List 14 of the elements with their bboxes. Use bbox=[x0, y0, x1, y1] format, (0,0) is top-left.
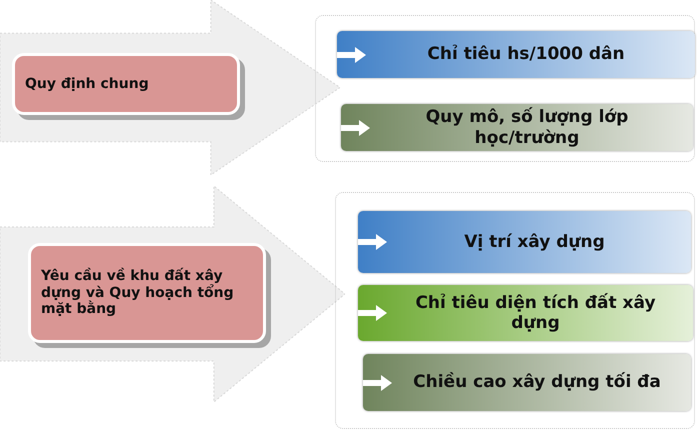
group-panel bbox=[315, 15, 695, 162]
item-bar bbox=[358, 285, 693, 341]
item-bar bbox=[341, 104, 693, 151]
category-text: Quy định chung bbox=[25, 76, 149, 92]
item-text: Vị trí xây dựng bbox=[464, 232, 605, 252]
group-panel bbox=[335, 192, 695, 429]
item-text: Chỉ tiêu diện tích đất xây dựng bbox=[414, 292, 657, 334]
item-text: Quy mô, số lượng lớp học/trường bbox=[424, 107, 630, 148]
category-text: Yêu cầu về khu đất xây dựng và Quy hoạch tổng mặt bằng bbox=[41, 268, 235, 318]
item-text: Chỉ tiêu hs/1000 dân bbox=[427, 44, 625, 65]
item-bar bbox=[337, 31, 695, 78]
item-bar bbox=[358, 211, 691, 273]
item-text: Chiều cao xây dựng tối đa bbox=[413, 372, 661, 393]
item-bar bbox=[363, 354, 691, 411]
